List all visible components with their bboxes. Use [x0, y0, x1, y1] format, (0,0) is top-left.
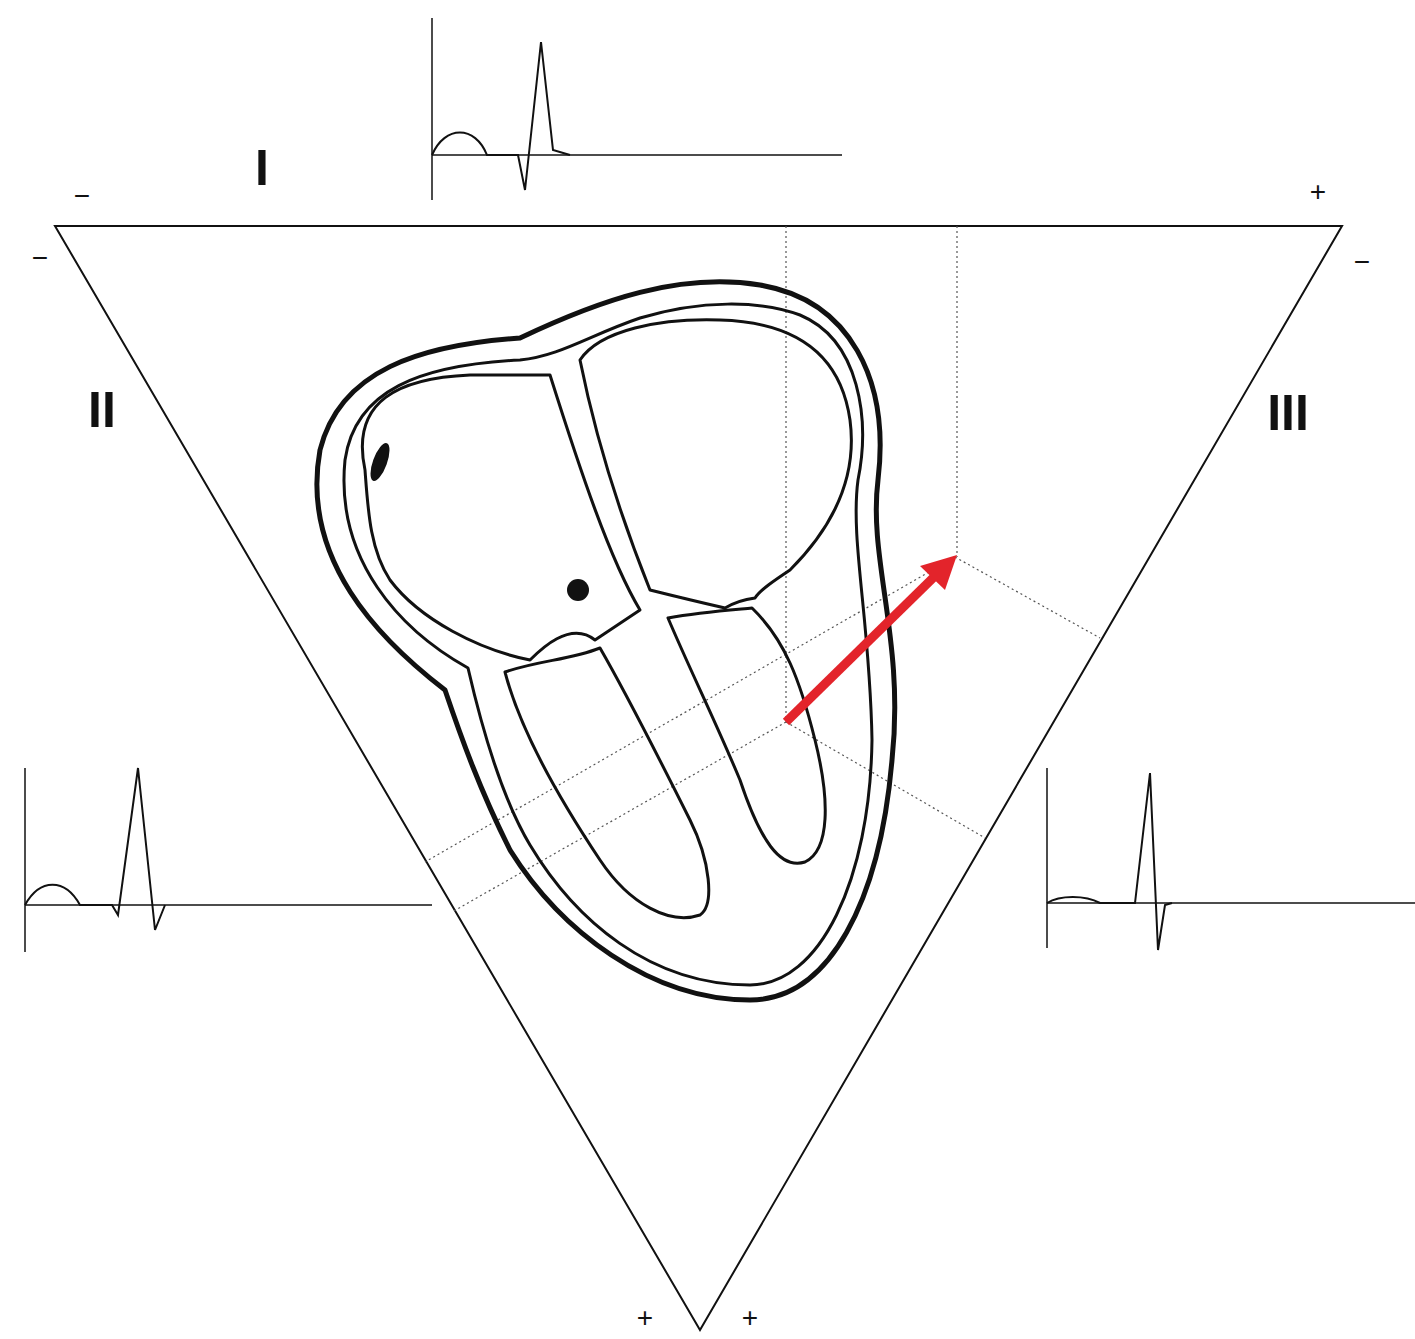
polarity-sign: − [74, 182, 90, 210]
polarity-sign: + [1310, 178, 1326, 206]
projection-lines [425, 226, 1100, 912]
einthoven-triangle [55, 226, 1342, 1330]
lead-label: I [255, 143, 269, 193]
mean-axis-arrow [786, 555, 957, 722]
polarity-sign: − [1354, 248, 1370, 276]
ecg-traces [25, 18, 1415, 952]
polarity-sign: − [32, 244, 48, 272]
lead-label: II [88, 385, 116, 435]
polarity-sign: + [742, 1304, 758, 1332]
polarity-sign: + [637, 1304, 653, 1332]
lead-label: III [1267, 388, 1309, 438]
heart-drawing [317, 282, 895, 1000]
